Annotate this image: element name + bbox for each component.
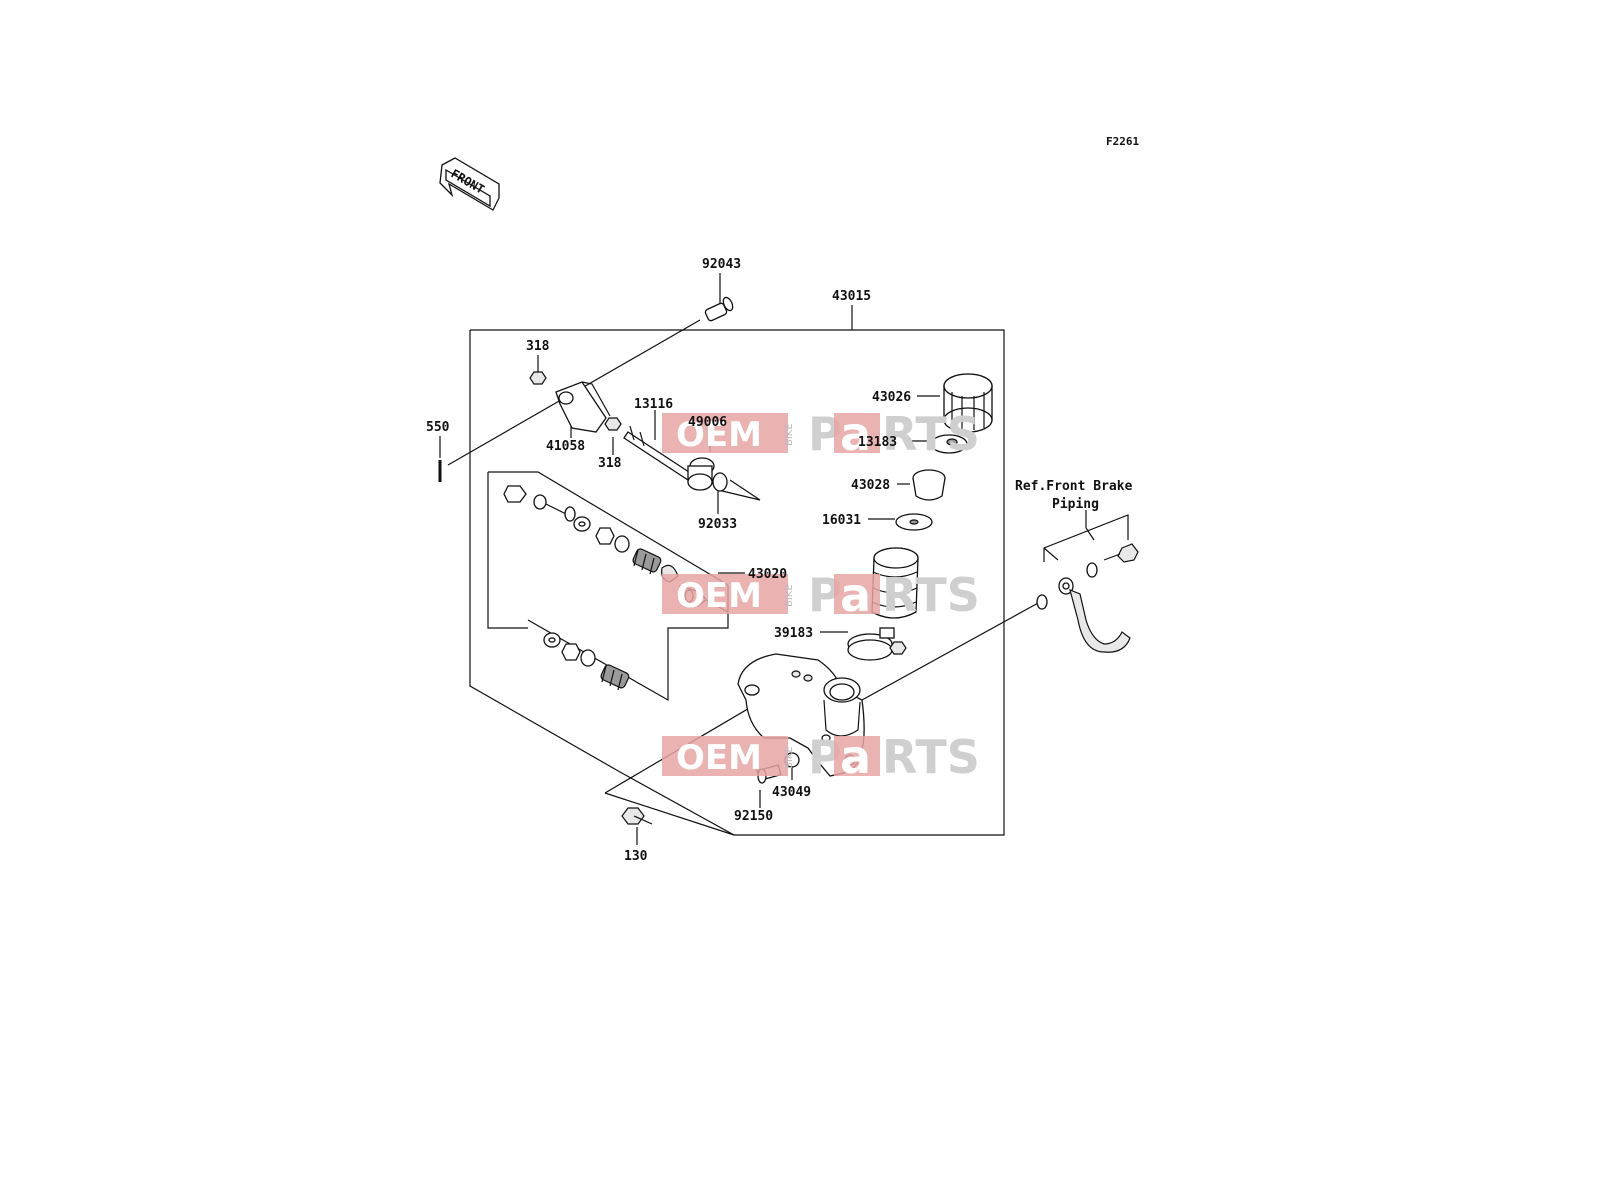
label-318-upper: 318: [526, 339, 550, 354]
label-43026: 43026: [872, 390, 911, 405]
label-130: 130: [624, 849, 648, 864]
reservoir-tank: [871, 547, 919, 619]
label-92150: 92150: [734, 809, 773, 824]
label-43049: 43049: [772, 785, 811, 800]
svg-text:RTS: RTS: [882, 407, 980, 461]
label-550: 550: [426, 420, 450, 435]
watermark-3: OEM BIKE P a RTS: [662, 730, 980, 784]
plate-13183: [930, 434, 968, 454]
spring-upper: [632, 548, 662, 575]
nut-318-lower: [604, 417, 622, 431]
label-92043: 92043: [702, 257, 741, 272]
figure-code: F2261: [1106, 135, 1139, 148]
pin-92043: [704, 296, 734, 322]
svg-text:OEM: OEM: [676, 738, 762, 778]
svg-text:a: a: [840, 568, 871, 622]
ref-note-line2: Piping: [1052, 497, 1099, 512]
reservoir-cap-43026: [943, 373, 993, 433]
svg-text:OEM: OEM: [676, 415, 762, 455]
label-49006: 49006: [688, 415, 727, 430]
label-43028: 43028: [851, 478, 890, 493]
label-39183: 39183: [774, 626, 813, 641]
diaphragm-43028: [912, 469, 946, 501]
piston-kit-lower-parts: [543, 632, 630, 691]
front-arrow-icon: FRONT: [439, 157, 500, 211]
float-16031: [895, 513, 933, 531]
spring-lower: [600, 664, 630, 691]
svg-text:BIKE: BIKE: [784, 746, 795, 769]
svg-text:OEM: OEM: [676, 576, 762, 616]
svg-text:a: a: [840, 730, 871, 784]
watermark-1: OEM BIKE P a RTS: [662, 407, 980, 461]
label-13183: 13183: [858, 435, 897, 450]
circlip-92033: [712, 472, 728, 492]
brake-piping-parts: [1036, 543, 1139, 653]
label-92033: 92033: [698, 517, 737, 532]
ref-note-line1: Ref.Front Brake: [1015, 479, 1133, 494]
bolt-130: [621, 807, 653, 825]
label-41058: 41058: [546, 439, 585, 454]
label-16031: 16031: [822, 513, 861, 528]
clamp-39183: [847, 627, 907, 661]
svg-text:RTS: RTS: [882, 568, 980, 622]
master-cylinder-body: [737, 653, 865, 777]
nut-318-upper: [529, 371, 547, 385]
clevis-41058: [555, 381, 611, 433]
watermark-2: OEM BIKE P a RTS: [662, 568, 980, 622]
label-43015: 43015: [832, 289, 871, 304]
label-43020: 43020: [748, 567, 787, 582]
svg-text:BIKE: BIKE: [784, 584, 795, 607]
svg-text:BIKE: BIKE: [784, 423, 795, 446]
label-318-lower: 318: [598, 456, 622, 471]
svg-text:a: a: [840, 407, 871, 461]
label-13116: 13116: [634, 397, 673, 412]
boot-49006: [687, 457, 715, 491]
svg-text:RTS: RTS: [882, 730, 980, 784]
